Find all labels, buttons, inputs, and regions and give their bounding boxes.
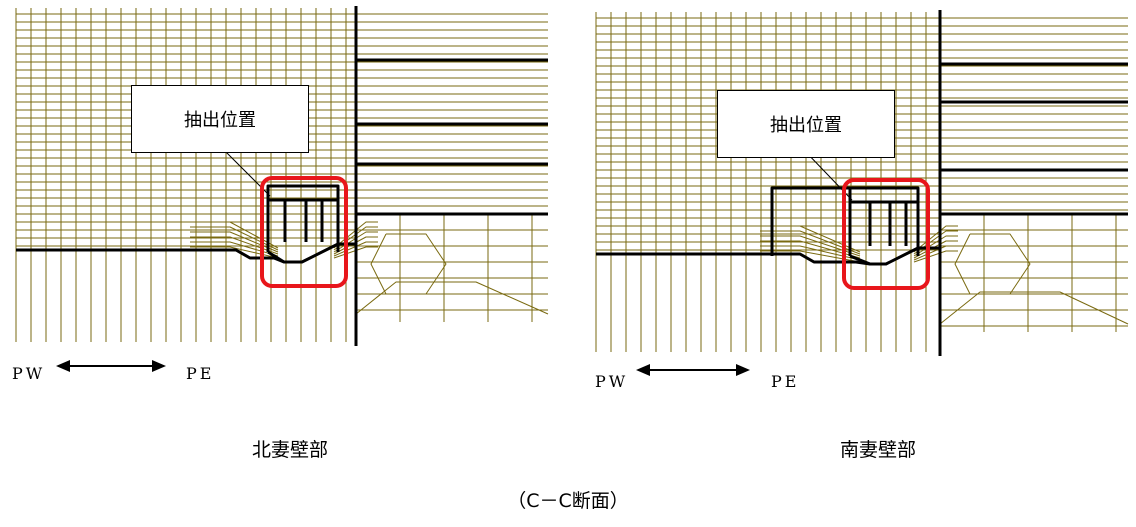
mesh-line: [913, 225, 958, 253]
frame-line: [267, 250, 285, 264]
north-panel: [0, 0, 560, 400]
base-line: [16, 242, 356, 264]
base-line: [596, 246, 940, 266]
south-callout-label: 抽出位置: [717, 90, 895, 158]
direction-arrow-head-left: [636, 364, 650, 376]
direction-arrow-head-right: [152, 360, 166, 372]
direction-arrow-head-right: [736, 364, 750, 376]
mesh-line: [913, 240, 958, 259]
north-dir-left: PW: [12, 364, 46, 383]
frame-line: [266, 184, 340, 252]
mesh-line: [913, 230, 958, 255]
mesh-line: [913, 250, 958, 263]
highlight-box: [842, 178, 930, 290]
mesh-line: [355, 281, 549, 315]
north-mesh-diagram: [15, 6, 549, 372]
mesh-line: [939, 291, 1129, 325]
highlight-box: [260, 176, 348, 288]
mesh-line: [913, 245, 958, 261]
frame-line: [849, 254, 871, 266]
north-dir-right: PE: [186, 364, 215, 383]
south-caption: 南妻壁部: [839, 439, 916, 461]
south-panel: [580, 0, 1136, 400]
mesh-line: [370, 233, 447, 295]
section-caption: （C－C断面）: [507, 490, 629, 512]
mesh-line: [954, 233, 1031, 295]
north-caption: 北妻壁部: [251, 439, 328, 461]
direction-arrow-head-left: [56, 360, 70, 372]
south-mesh-diagram: [595, 10, 1129, 376]
south-dir-left: PW: [595, 372, 629, 391]
north-callout-label: 抽出位置: [131, 85, 309, 153]
south-dir-right: PE: [771, 372, 800, 391]
